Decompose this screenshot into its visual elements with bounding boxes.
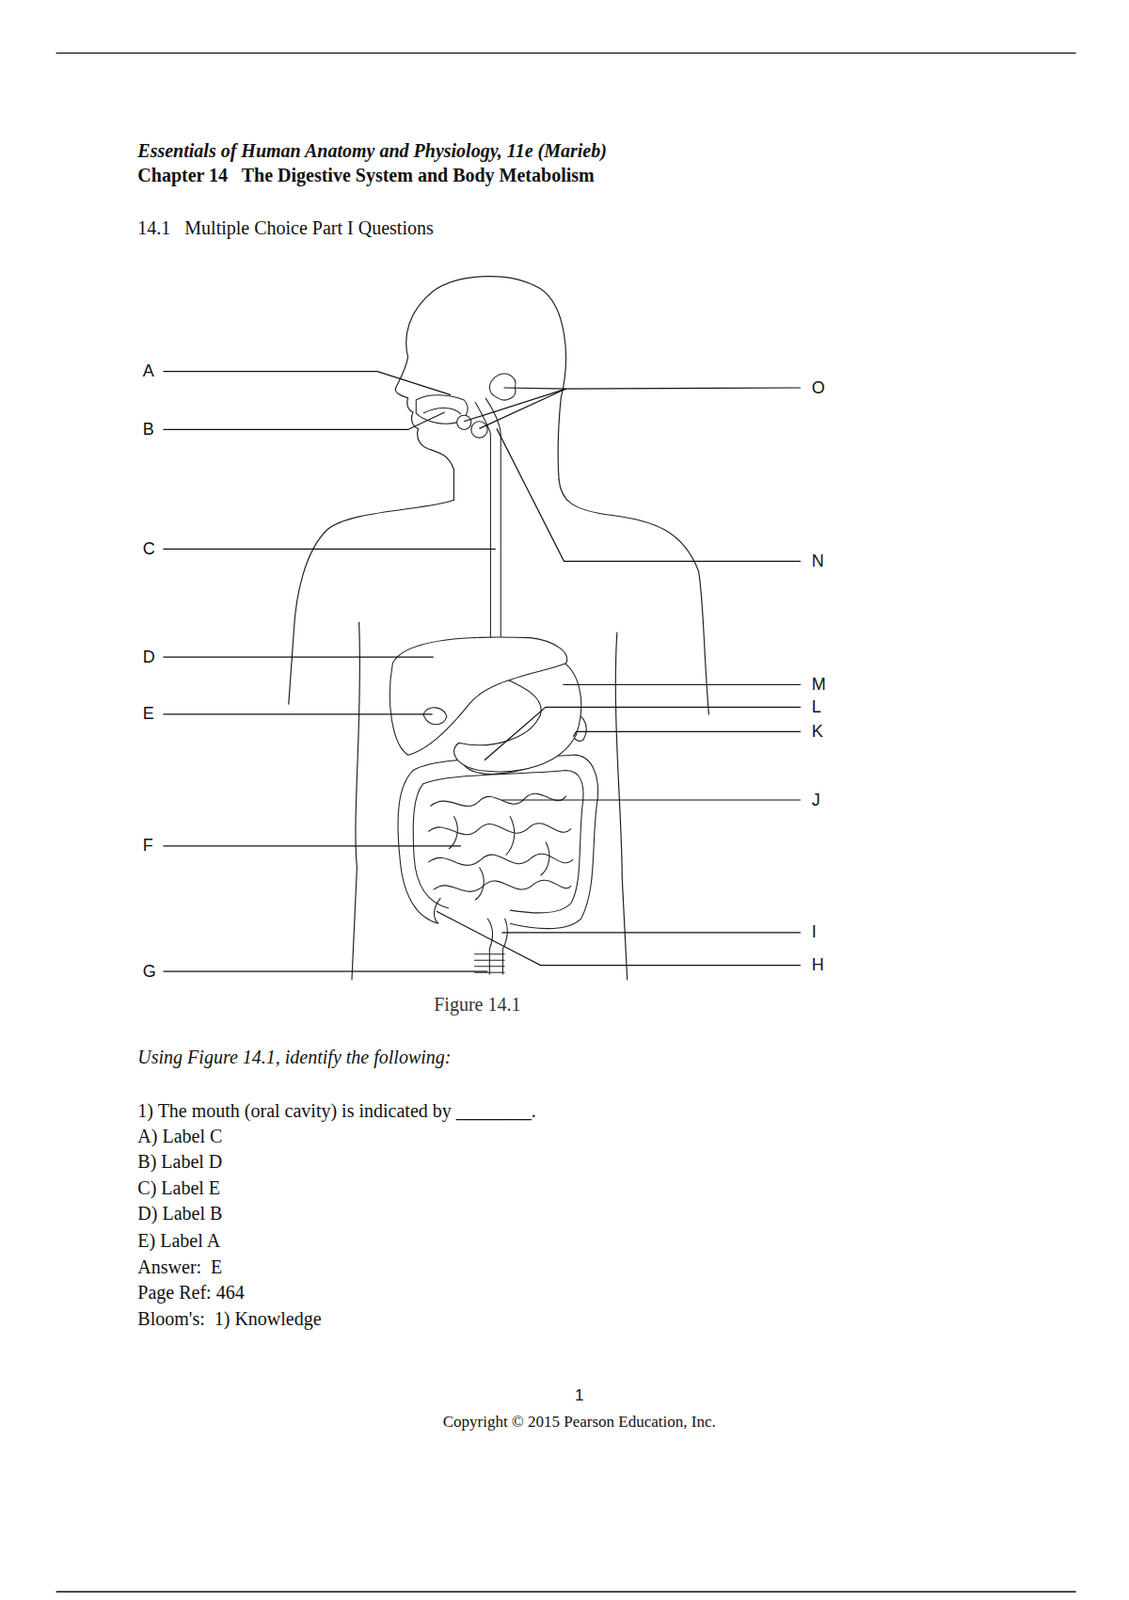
blooms-level: Bloom's: 1) Knowledge: [137, 1307, 321, 1330]
top-rule: [56, 52, 1077, 54]
callout-letter: J: [811, 790, 821, 811]
copyright-notice: Copyright © 2015 Pearson Education, Inc.: [443, 1412, 716, 1432]
body-outline: [288, 276, 710, 980]
callout-letter: D: [143, 647, 156, 668]
callout-letter: B: [143, 419, 155, 440]
callout-letter: A: [143, 361, 155, 382]
answer-option: C) Label E: [137, 1176, 221, 1199]
callout-letter: E: [143, 703, 155, 724]
answer-key: Answer: E: [137, 1256, 223, 1278]
page-reference: Page Ref: 464: [137, 1281, 244, 1304]
book-title: Essentials of Human Anatomy and Physiolo…: [137, 140, 607, 162]
section-heading: 14.1 Multiple Choice Part I Questions: [137, 217, 433, 239]
leader-lines: [162, 371, 801, 972]
answer-option: B) Label D: [137, 1150, 223, 1173]
callout-letter: H: [811, 954, 825, 975]
callout-letter: F: [143, 835, 154, 856]
instruction-text: Using Figure 14.1, identify the followin…: [137, 1046, 451, 1068]
chapter-heading: Chapter 14 The Digestive System and Body…: [137, 164, 594, 187]
question-text: 1) The mouth (oral cavity) is indicated …: [137, 1099, 536, 1122]
answer-option: A) Label C: [137, 1125, 223, 1147]
bottom-rule: [56, 1590, 1077, 1592]
answer-option: D) Label B: [137, 1202, 223, 1225]
callout-letter: C: [143, 539, 156, 559]
page-number: 1: [574, 1385, 584, 1405]
callout-letter: L: [811, 697, 822, 717]
figure-caption: Figure 14.1: [433, 993, 521, 1016]
callout-letter: K: [811, 721, 824, 742]
callout-letter: I: [811, 922, 817, 942]
callout-letter: G: [143, 961, 157, 982]
answer-option: E) Label A: [137, 1229, 221, 1252]
callout-letter: M: [811, 674, 827, 695]
organs: [389, 373, 598, 974]
callout-letter: O: [811, 378, 826, 398]
callout-letter: N: [811, 551, 825, 572]
